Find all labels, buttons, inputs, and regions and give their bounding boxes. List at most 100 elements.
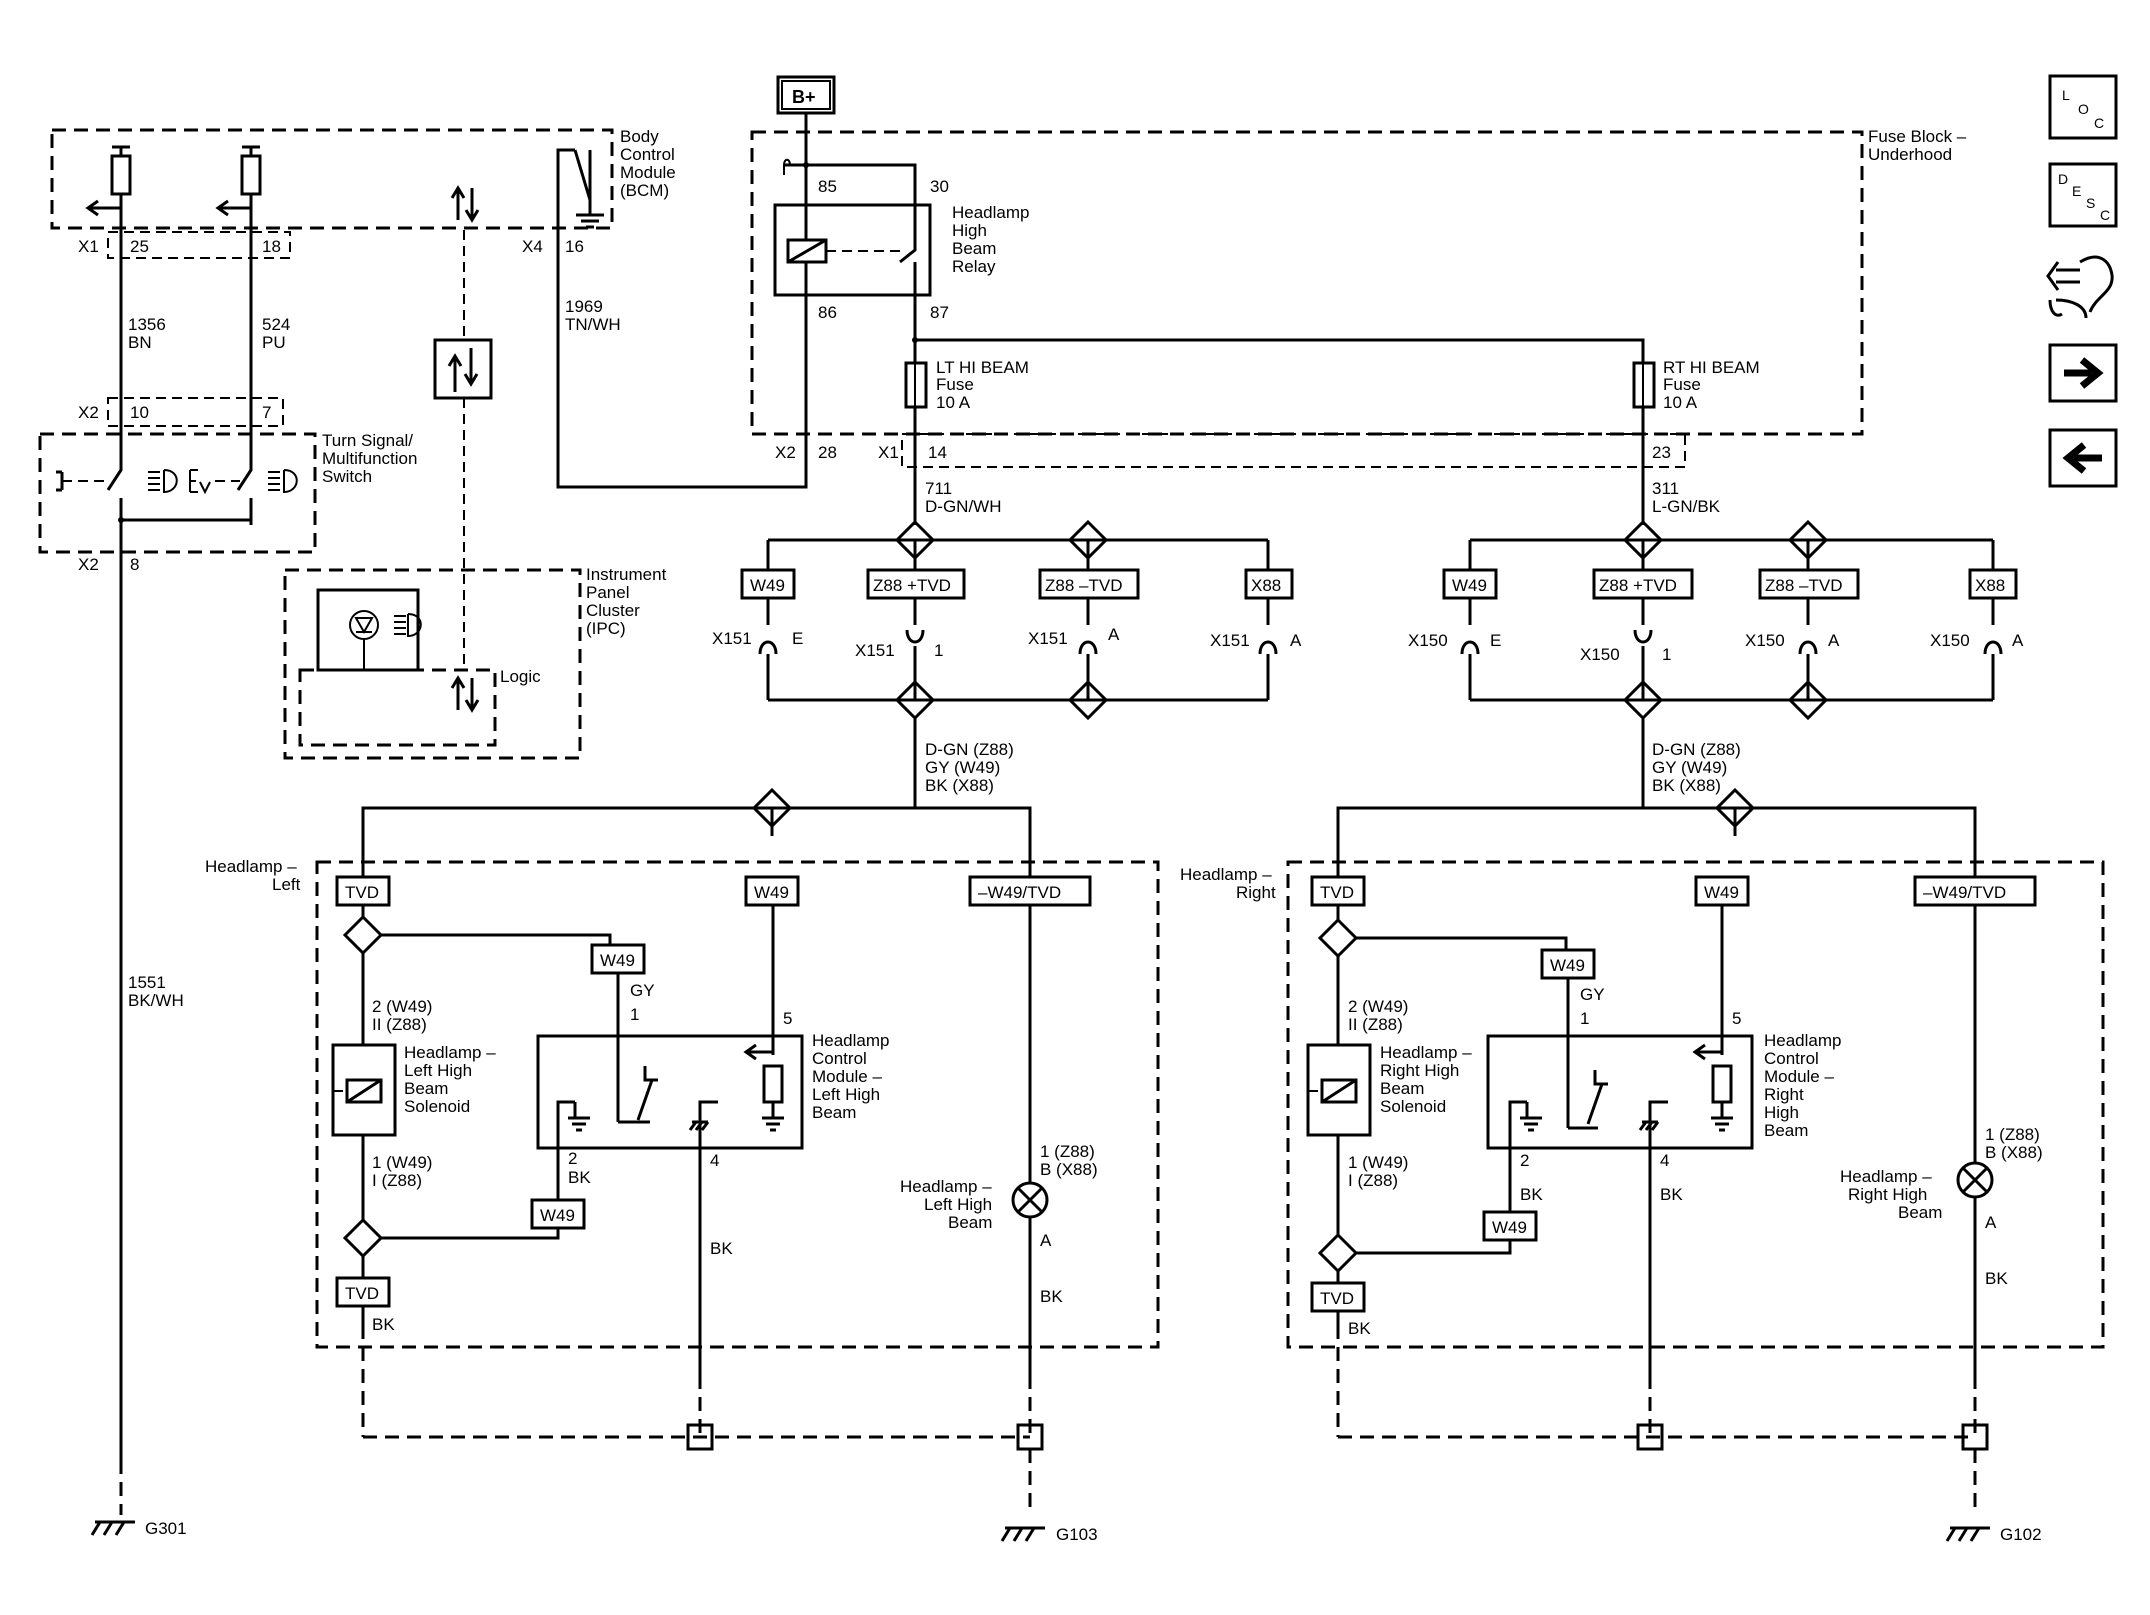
diagram-label: X88 [1975,576,2005,595]
diagram-label: Headlamp [952,203,1030,222]
diagram-label: W49 [1704,883,1739,902]
ground-icon [1508,1100,1542,1150]
diagram-label: Headlamp – [205,857,297,876]
location-button[interactable]: L O C [2048,74,2118,140]
ground-g301-label: G301 [145,1519,187,1538]
serial-data-box [433,338,493,400]
option-selector-right: W49 Z88 +TVD Z88 –TVD X88 X150 E X150 1 … [1408,519,2024,808]
diagram-label: Z88 –TVD [1045,576,1122,595]
diagram-label: Beam [1764,1121,1808,1140]
diagram-label: D-GN (Z88) [925,740,1014,759]
diagram-label: Left High [812,1085,880,1104]
diagram-label: W49 [750,576,785,595]
hcm-left-label: Headlamp Control Module – Left High Beam [812,1031,890,1122]
diagram-label: 23 [1652,443,1671,462]
turn-signal-switch-box [38,432,317,554]
diagram-label: 1356 [128,315,166,334]
diagram-label: A [1290,631,1302,650]
diagram-label: 86 [818,303,837,322]
diagram-label: E [2072,183,2081,199]
diagram-label: Headlamp – [1380,1043,1472,1062]
headlamp-left-box [315,860,1160,1349]
diagram-label: S [2086,195,2095,211]
diagram-label: 1 (W49) [372,1153,432,1172]
diagram-label: TVD [345,1284,379,1303]
diagram-label: TVD [1320,1289,1354,1308]
diagram-label: Beam [948,1213,992,1232]
diagram-label: E [792,629,803,648]
diagram-label: TVD [345,883,379,902]
diagram-label: 85 [818,177,837,196]
diagram-label: C [2100,207,2110,223]
diagram-label: Left High [404,1061,472,1080]
diagram-label: X88 [1251,576,1281,595]
diagram-label: 16 [565,237,584,256]
diagram-label: D-GN/WH [925,497,1001,516]
diagram-label: Beam [952,239,996,258]
diagram-label: 5 [783,1009,792,1028]
right-solenoid-label: Headlamp – Right High Beam Solenoid [1380,1043,1472,1116]
left-solenoid-label: Headlamp – Left High Beam Solenoid [404,1043,496,1116]
diagram-label: Fuse [936,375,974,394]
lamp-right-pins: 1 (Z88) B (X88) [1985,1125,2043,1162]
diagram-label: BK (X88) [1652,776,1721,795]
diagram-label: Module – [812,1067,882,1086]
diagram-label: Left [272,875,301,894]
lamp-left-pins: 1 (Z88) B (X88) [1040,1142,1098,1179]
diagram-label: Headlamp [1764,1031,1842,1050]
diagram-label: O [2078,101,2089,117]
diagram-label: 711 [925,479,952,498]
diagram-label: Headlamp [812,1031,890,1050]
diagram-label: BK [1660,1185,1683,1204]
diagram-label: X1 [878,443,899,462]
diagram-label: 10 [130,403,149,422]
diagram-label: Beam [1898,1203,1942,1222]
diagram-label: BK [1520,1185,1543,1204]
diagram-label: BN [128,333,152,352]
diagram-label: X150 [1408,631,1448,650]
previous-page-button[interactable] [2048,428,2118,488]
connector-end-view-icon[interactable] [2046,255,2114,319]
diagram-label: Beam [812,1103,856,1122]
diagram-label: GY [1580,985,1605,1004]
next-page-button[interactable] [2048,343,2118,403]
hcm-right-label: Headlamp Control Module – Right High Bea… [1764,1031,1842,1140]
chassis-ground-icon [1638,1100,1668,1131]
ipc-box [283,568,582,760]
diagram-label: 14 [928,443,947,462]
diagram-label: 7 [262,403,271,422]
diagram-label: TVD [1320,883,1354,902]
diagram-label: 1 [934,641,943,660]
diagram-label: W49 [1452,576,1487,595]
relay-label: Headlamp High Beam Relay [952,203,1030,276]
fuse-block-label: Fuse Block – Underhood [1868,127,1967,164]
description-button[interactable]: D E S C [2048,162,2118,228]
diagram-label: 18 [262,237,281,256]
diagram-label: Beam [1380,1079,1424,1098]
diagram-label: Left High [924,1195,992,1214]
diagram-label: Control [812,1049,867,1068]
diagram-label: (BCM) [620,181,669,200]
diagram-label: BK/WH [128,991,184,1010]
diagram-label: High [1764,1103,1799,1122]
output-arrow-icon [215,199,251,217]
ground-icon [556,1100,590,1150]
diagram-label: High [952,221,987,240]
diagram-label: 1551 [128,973,166,992]
rt-fuse-label: RT HI BEAM Fuse 10 A [1663,358,1760,412]
diagram-label: Module – [1764,1067,1834,1086]
lamp-left-label: Headlamp – Left High Beam [900,1177,992,1232]
diagram-label: Headlamp – [404,1043,496,1062]
chassis-ground-icon [688,1100,718,1131]
diagram-label: A [1108,625,1120,644]
diagram-label: X1 [78,237,99,256]
diagram-label: 1 (W49) [1348,1153,1408,1172]
ground-icon [90,1520,135,1536]
diagram-label: A [2012,631,2024,650]
bplus-label: B+ [792,87,816,107]
diagram-label: X151 [712,629,752,648]
diagram-label: 1969 [565,297,603,316]
diagram-label: 2 (W49) [1348,997,1408,1016]
ground-icon [1000,1526,1045,1542]
